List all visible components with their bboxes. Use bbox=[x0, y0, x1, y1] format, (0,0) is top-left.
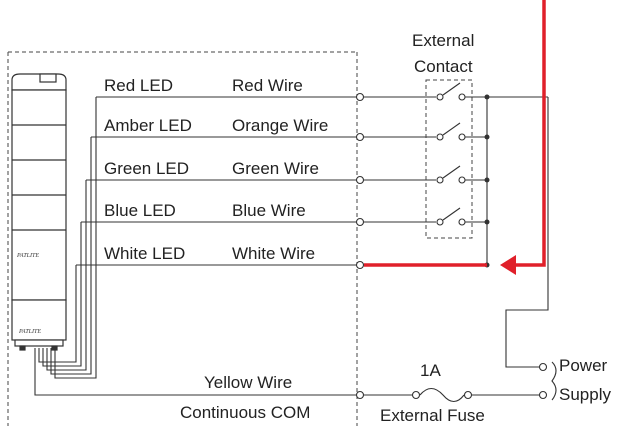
external-contact-label-2: Contact bbox=[414, 57, 473, 76]
common-wire-label: Yellow Wire bbox=[204, 373, 292, 392]
terminal-white bbox=[355, 260, 365, 270]
terminal-blue bbox=[355, 217, 365, 227]
switch-red bbox=[436, 82, 466, 101]
led-label-red: Red LED bbox=[104, 76, 173, 95]
external-contact-box bbox=[425, 79, 473, 239]
power-supply-terminals bbox=[538, 361, 557, 401]
wire-label-red: Red Wire bbox=[232, 76, 303, 95]
brand-label: PATLITE bbox=[16, 253, 39, 259]
brand-label-base: PATLITE bbox=[18, 329, 41, 335]
signal-tower bbox=[11, 73, 67, 351]
wire-label-white: White Wire bbox=[232, 244, 315, 263]
terminal-red bbox=[355, 92, 365, 102]
fuse-label: External Fuse bbox=[380, 406, 485, 425]
highlight-path bbox=[364, 0, 546, 267]
terminal-amber bbox=[355, 132, 365, 142]
terminal-to-switch bbox=[364, 96, 436, 223]
common-line bbox=[364, 387, 540, 403]
power-supply-label-2: Supply bbox=[559, 385, 611, 404]
switch-to-bus bbox=[465, 96, 549, 368]
switch-green bbox=[436, 165, 466, 184]
common-label: Continuous COM bbox=[180, 403, 310, 422]
highlight-arrow-icon bbox=[500, 255, 516, 275]
wire-label-green: Green Wire bbox=[232, 159, 319, 178]
led-label-amber: Amber LED bbox=[104, 116, 192, 135]
wire-label-amber: Orange Wire bbox=[232, 116, 328, 135]
wire-bundle bbox=[34, 97, 357, 396]
fuse-rating-label: 1A bbox=[420, 361, 441, 380]
external-contact-label-1: External bbox=[412, 31, 474, 50]
led-label-green: Green LED bbox=[104, 159, 189, 178]
terminals bbox=[355, 92, 365, 400]
terminal-com bbox=[355, 390, 365, 400]
led-label-white: White LED bbox=[104, 244, 185, 263]
wire-label-blue: Blue Wire bbox=[232, 201, 306, 220]
switch-amber bbox=[436, 122, 466, 141]
switches bbox=[436, 82, 466, 226]
power-supply-label-1: Power bbox=[559, 356, 608, 375]
switch-blue bbox=[436, 207, 466, 226]
row-wires bbox=[76, 96, 357, 266]
terminal-green bbox=[355, 175, 365, 185]
led-label-blue: Blue LED bbox=[104, 201, 176, 220]
unit-boundary bbox=[7, 51, 358, 426]
